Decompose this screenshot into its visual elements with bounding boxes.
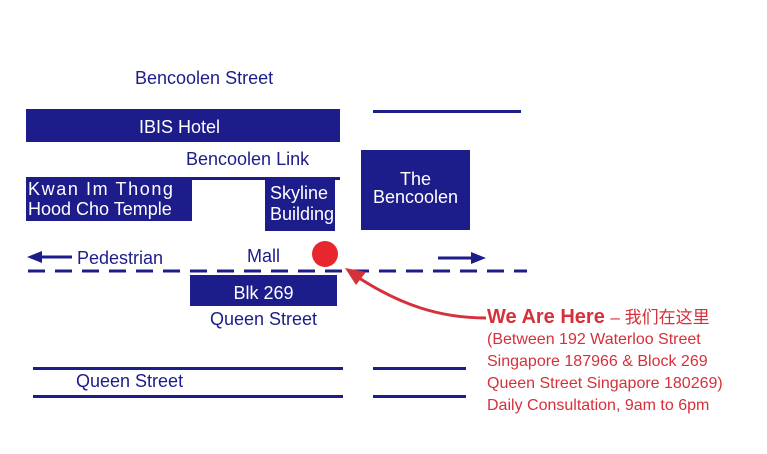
bencoolen-link-label: Bencoolen Link [186,149,310,169]
the-label: The [399,169,432,189]
we-are-here-heading: We Are Here – 我们在这里 [487,307,710,327]
kwan-im-thong-block [26,177,192,221]
skyline-label: Skyline [270,183,329,203]
mall-label: Mall [247,246,281,266]
bencoolen-street-label: Bencoolen Street [135,68,274,88]
hood-cho-temple-label: Hood Cho Temple [28,199,172,219]
kwan-im-thong-label: Kwan Im Thong [28,179,175,199]
ibis-hotel-label: IBIS Hotel [139,117,221,137]
skyline-building-block [265,177,335,231]
we-are-here-title: We Are Here [487,306,605,328]
address-line: (Between 192 Waterloo Street [487,331,701,348]
queen-street-line [33,367,343,370]
pedestrian-label: Pedestrian [77,248,164,268]
queen-street-line [373,395,466,398]
opening-hours: Daily Consultation, 9am to 6pm [487,397,710,414]
ibis-hotel-block [26,109,340,142]
address-line: Singapore 187966 & Block 269 [487,353,708,370]
queen-street-label-upper: Queen Street [209,309,318,329]
location-marker-icon [312,241,338,267]
bencoolen-label: Bencoolen [372,187,459,207]
queen-street-label-lower: Queen Street [76,371,184,391]
pointer-arrow-icon [345,268,487,320]
blk-269-label: Blk 269 [233,283,294,303]
address-line: Queen Street Singapore 180269) [487,375,723,392]
left-arrow-icon [27,251,72,263]
blk-269-block [190,275,337,306]
the-bencoolen-block [361,150,470,230]
queen-street-line [373,367,466,370]
we-are-here-chinese: – 我们在这里 [610,308,710,327]
building-label: Building [270,204,335,224]
bencoolen-street-line [373,110,521,113]
queen-street-line [33,395,343,398]
right-arrow-icon [438,252,486,264]
